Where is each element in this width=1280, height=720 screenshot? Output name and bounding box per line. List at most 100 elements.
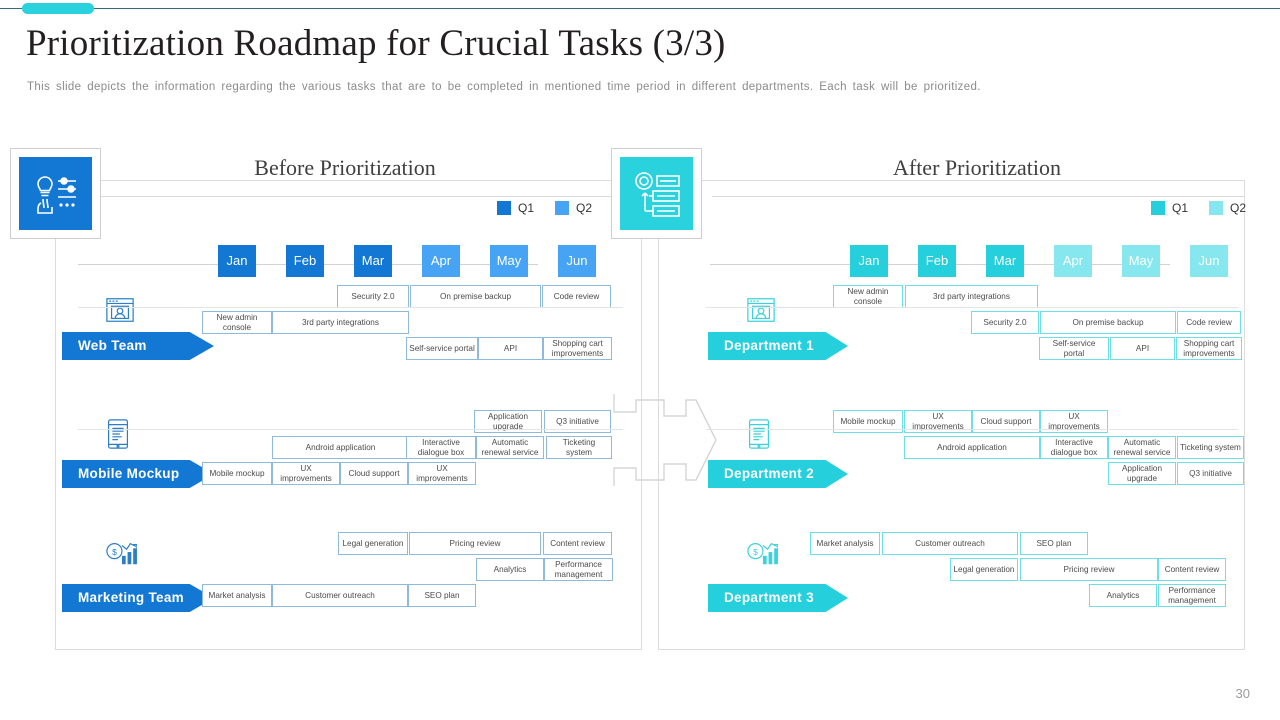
team-label-marketing-team[interactable]: Marketing Team: [62, 584, 214, 612]
task-box[interactable]: Interactive dialogue box: [1040, 436, 1108, 459]
task-box[interactable]: Customer outreach: [882, 532, 1018, 555]
legend-swatch-q1: [497, 201, 511, 215]
top-divider: [0, 8, 1280, 9]
task-box[interactable]: Interactive dialogue box: [406, 436, 476, 459]
month-chip-mar[interactable]: Mar: [986, 245, 1024, 277]
task-box[interactable]: 3rd party integrations: [905, 285, 1038, 308]
task-box[interactable]: SEO plan: [1020, 532, 1088, 555]
task-box[interactable]: Q3 initiative: [1177, 462, 1244, 485]
task-box[interactable]: Pricing review: [409, 532, 541, 555]
task-box[interactable]: Android application: [904, 436, 1040, 459]
month-chip-feb[interactable]: Feb: [286, 245, 324, 277]
task-box[interactable]: SEO plan: [408, 584, 476, 607]
task-box[interactable]: Shopping cart improvements: [543, 337, 612, 360]
transition-arrow-icon: [612, 392, 720, 488]
mobile-phone-icon: [105, 418, 139, 452]
legend-swatch-q2: [555, 201, 570, 215]
task-box[interactable]: API: [478, 337, 543, 360]
month-chip-mar[interactable]: Mar: [354, 245, 392, 277]
task-box[interactable]: API: [1110, 337, 1175, 360]
task-box[interactable]: Content review: [543, 532, 612, 555]
process-hierarchy-icon-box: [611, 148, 702, 239]
process-hierarchy-icon: [620, 157, 693, 230]
task-box[interactable]: Automatic renewal service: [1108, 436, 1176, 459]
task-box[interactable]: Cloud support: [972, 410, 1040, 433]
team-label-web-team[interactable]: Web Team: [62, 332, 214, 360]
task-box[interactable]: Code review: [1177, 311, 1241, 334]
task-box[interactable]: Analytics: [1089, 584, 1157, 607]
team-label-department-1[interactable]: Department 1: [708, 332, 848, 360]
month-chip-apr[interactable]: Apr: [1054, 245, 1092, 277]
task-box[interactable]: Code review: [542, 285, 611, 308]
task-box[interactable]: Cloud support: [340, 462, 408, 485]
legend-label-q2: Q2: [576, 201, 593, 215]
task-box[interactable]: Application upgrade: [474, 410, 542, 433]
task-box[interactable]: Mobile mockup: [833, 410, 903, 433]
task-box[interactable]: Ticketing system: [546, 436, 612, 459]
task-box[interactable]: Q3 initiative: [544, 410, 611, 433]
left-heading-rule: [100, 196, 645, 197]
task-box[interactable]: UX improvements: [408, 462, 476, 485]
task-box[interactable]: UX improvements: [904, 410, 972, 433]
legend-label-q2: Q2: [1230, 201, 1247, 215]
month-chip-apr[interactable]: Apr: [422, 245, 460, 277]
task-box[interactable]: New admin console: [202, 311, 272, 334]
task-box[interactable]: 3rd party integrations: [272, 311, 409, 334]
task-box[interactable]: Market analysis: [810, 532, 880, 555]
task-box[interactable]: Legal generation: [950, 558, 1018, 581]
task-box[interactable]: Customer outreach: [272, 584, 408, 607]
month-chip-jan[interactable]: Jan: [218, 245, 256, 277]
task-box[interactable]: Ticketing system: [1177, 436, 1244, 459]
task-box[interactable]: Automatic renewal service: [476, 436, 544, 459]
task-box[interactable]: Self-service portal: [406, 337, 478, 360]
row-separator: [78, 307, 623, 308]
task-box[interactable]: New admin console: [833, 285, 903, 308]
task-box[interactable]: Self-service portal: [1039, 337, 1109, 360]
task-box[interactable]: On premise backup: [1040, 311, 1176, 334]
task-box[interactable]: On premise backup: [410, 285, 541, 308]
left-month-axis: Jan Feb Mar Apr May Jun: [78, 245, 643, 285]
task-box[interactable]: UX improvements: [272, 462, 340, 485]
month-chip-jun[interactable]: Jun: [1190, 245, 1228, 277]
task-box[interactable]: Performance management: [544, 558, 613, 581]
page-title: Prioritization Roadmap for Crucial Tasks…: [26, 23, 726, 64]
svg-text:$: $: [112, 547, 117, 557]
page-subtitle: This slide depicts the information regar…: [27, 81, 981, 93]
after-prioritization-heading: After Prioritization: [892, 155, 1061, 180]
idea-settings-icon-box: [10, 148, 101, 239]
task-box[interactable]: Pricing review: [1020, 558, 1158, 581]
task-box[interactable]: Security 2.0: [337, 285, 409, 308]
legend-label-q1: Q1: [518, 201, 535, 215]
task-box[interactable]: Application upgrade: [1108, 462, 1176, 485]
right-month-axis: Jan Feb Mar Apr May Jun: [710, 245, 1245, 285]
task-box[interactable]: UX improvements: [1040, 410, 1108, 433]
task-box[interactable]: Legal generation: [338, 532, 408, 555]
month-chip-may[interactable]: May: [490, 245, 528, 277]
month-chip-may[interactable]: May: [1122, 245, 1160, 277]
task-box[interactable]: Mobile mockup: [202, 462, 272, 485]
task-box[interactable]: Content review: [1158, 558, 1226, 581]
left-legend: Q1 Q2: [497, 201, 606, 215]
task-box[interactable]: Analytics: [476, 558, 544, 581]
browser-user-icon: [105, 295, 139, 329]
team-label-department-3[interactable]: Department 3: [708, 584, 848, 612]
svg-text:$: $: [753, 547, 758, 557]
month-chip-jun[interactable]: Jun: [558, 245, 596, 277]
task-box[interactable]: Performance management: [1158, 584, 1226, 607]
row-separator: [78, 429, 623, 430]
idea-settings-icon: [19, 157, 92, 230]
month-chip-jan[interactable]: Jan: [850, 245, 888, 277]
task-box[interactable]: Market analysis: [202, 584, 272, 607]
page-number: 30: [1235, 686, 1250, 701]
task-box[interactable]: Security 2.0: [971, 311, 1039, 334]
mobile-phone-icon: [746, 418, 780, 452]
task-box[interactable]: Shopping cart improvements: [1176, 337, 1242, 360]
revenue-chart-icon: $: [105, 538, 139, 572]
top-accent-pill: [22, 3, 94, 14]
team-label-mobile-mockup[interactable]: Mobile Mockup: [62, 460, 214, 488]
team-label-department-2[interactable]: Department 2: [708, 460, 848, 488]
task-box[interactable]: Android application: [272, 436, 409, 459]
month-chip-feb[interactable]: Feb: [918, 245, 956, 277]
revenue-chart-icon: $: [746, 538, 780, 572]
row-separator: [706, 307, 1238, 308]
